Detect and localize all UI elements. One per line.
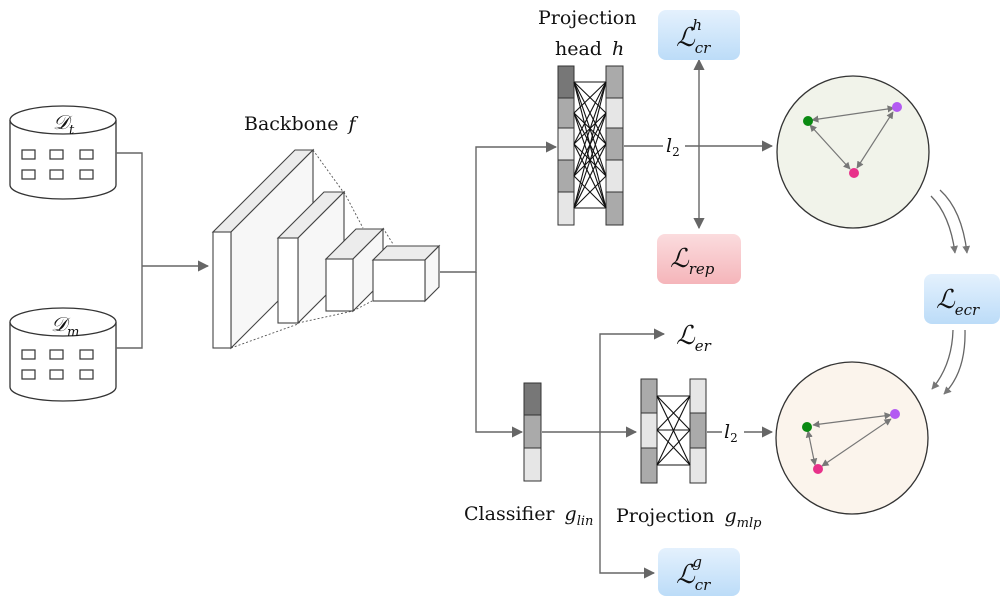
embedding-circle-top bbox=[776, 75, 930, 229]
svg-text:ℒer: ℒer bbox=[676, 321, 712, 355]
dataset-m-label: 𝒟m bbox=[51, 312, 79, 340]
dataset-connector bbox=[116, 152, 210, 349]
bottom-l2-bg bbox=[722, 420, 744, 440]
projection-head-label-line1: Projection bbox=[538, 7, 636, 29]
classifier-connectors bbox=[542, 328, 666, 579]
projection-mlp-output-layer bbox=[689, 378, 707, 484]
top-l2-bg bbox=[663, 136, 685, 156]
point-pink-top bbox=[849, 168, 859, 178]
point-purple-top bbox=[892, 102, 902, 112]
loss-er-label: ℒer bbox=[676, 321, 712, 355]
svg-text:ℒecr: ℒecr bbox=[936, 285, 980, 319]
embedding-circle-bottom bbox=[775, 361, 929, 515]
top-l2-label: l2 bbox=[666, 135, 680, 159]
svg-text:ℒcrg: ℒcrg bbox=[676, 553, 711, 594]
svg-text:ℒcrh: ℒcrh bbox=[676, 16, 711, 57]
projection-head-network bbox=[557, 65, 624, 226]
loss-cr-g-box: ℒcrg bbox=[658, 548, 740, 596]
bottom-l2-label: l2 bbox=[724, 421, 738, 445]
point-purple-bottom bbox=[890, 409, 900, 419]
loss-cr-h-box: ℒcrh bbox=[658, 10, 740, 60]
backbone-output-connector bbox=[440, 141, 558, 438]
svg-text:ℒrep: ℒrep bbox=[670, 244, 715, 278]
projection-mlp-connections bbox=[656, 395, 691, 466]
classifier-layer bbox=[523, 382, 542, 482]
dataset-t-cylinder bbox=[9, 105, 117, 200]
ecr-curved-arrows bbox=[930, 189, 971, 395]
loss-rep-box: ℒrep bbox=[657, 234, 741, 284]
projection-head-output-layer bbox=[605, 65, 624, 226]
dataset-t-label: 𝒟t bbox=[53, 110, 75, 138]
projection-head-connections bbox=[573, 81, 607, 209]
point-pink-bottom bbox=[813, 464, 823, 474]
loss-ecr-box: ℒecr bbox=[924, 274, 1000, 324]
backbone-network bbox=[211, 148, 441, 350]
projection-head-input-layer bbox=[557, 65, 575, 226]
point-green-top bbox=[803, 116, 813, 126]
projection-mlp-network bbox=[640, 378, 707, 484]
point-green-bottom bbox=[802, 422, 812, 432]
dataset-m-cylinder bbox=[9, 307, 117, 402]
projection-mlp-input-layer bbox=[640, 378, 658, 484]
